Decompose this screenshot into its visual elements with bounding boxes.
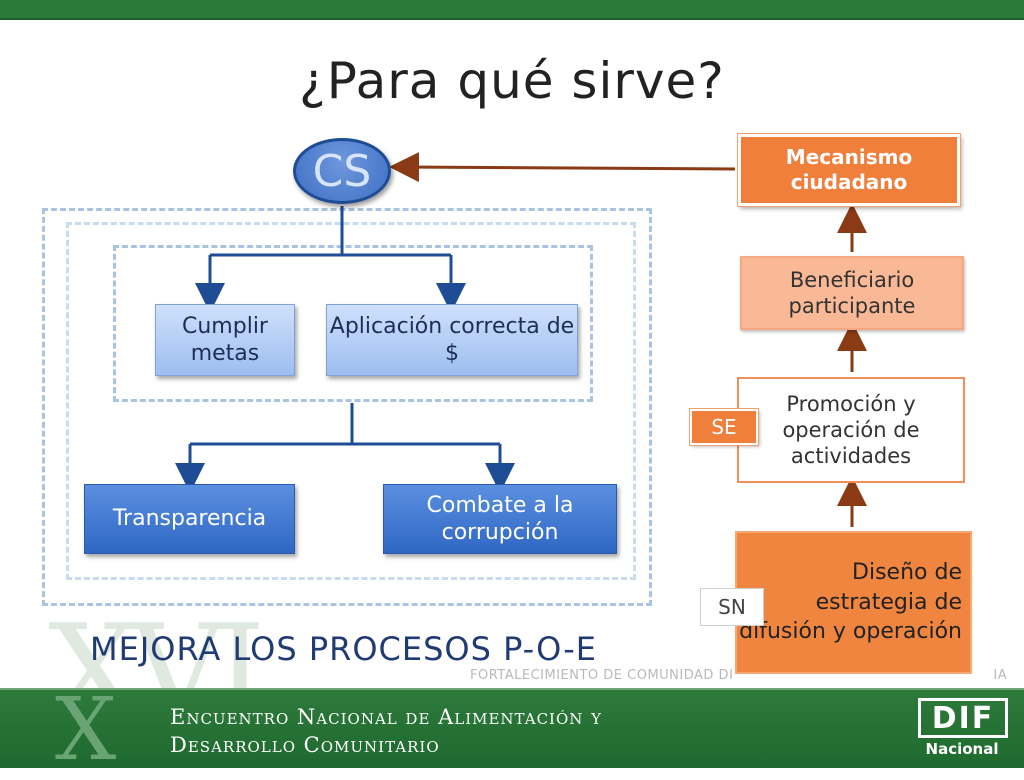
sn-tag: SN	[700, 588, 764, 626]
footer-line-2: Desarrollo Comunitario	[170, 733, 440, 757]
middle-dashed-frame	[66, 222, 636, 580]
cs-node: CS	[293, 138, 391, 204]
cumplir-metas-box: Cumplir metas	[155, 304, 295, 376]
dif-logo: DIF	[918, 698, 1008, 738]
combate-corrupcion-box: Combate a la corrupción	[383, 484, 617, 554]
mejora-procesos-text: MEJORA LOS PROCESOS P-O-E	[90, 630, 597, 668]
top-green-bar	[0, 0, 1024, 20]
inner-dashed-frame	[113, 245, 593, 402]
footer-line-1: Encuentro Nacional de Alimentación y	[170, 705, 602, 729]
footer-bar	[0, 688, 1024, 768]
se-tag: SE	[690, 409, 758, 445]
promocion-operacion-box: Promoción y operación de actividades	[737, 377, 965, 483]
footer-x-emblem: X	[55, 680, 117, 780]
nacional-label: Nacional	[925, 740, 999, 758]
mecanismo-ciudadano-box: Mecanismo ciudadano	[738, 134, 960, 206]
transparencia-box: Transparencia	[84, 484, 295, 554]
outer-dashed-frame	[42, 208, 652, 606]
diseno-estrategia-box: Diseño de estrategia de difusión y opera…	[735, 531, 972, 674]
aplicacion-correcta-box: Aplicación correcta de $	[326, 304, 578, 376]
beneficiario-participante-box: Beneficiario participante	[740, 256, 964, 330]
slide-title: ¿Para qué sirve?	[299, 52, 725, 110]
